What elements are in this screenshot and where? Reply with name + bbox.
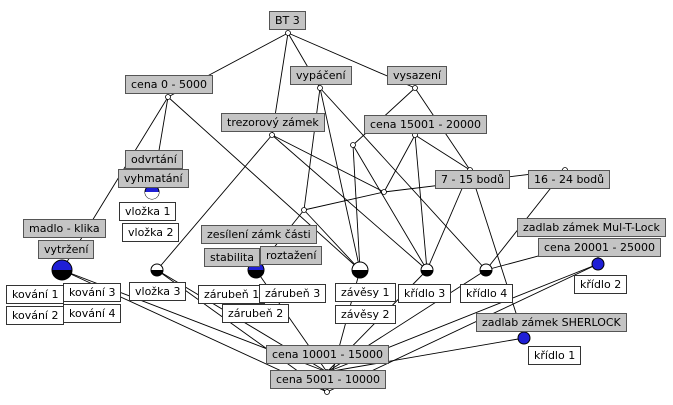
- attr-16-24-bodu: 16 - 24 bodů: [528, 170, 611, 189]
- attr-vysazeni: vysazení: [387, 66, 448, 85]
- obj-kridlo-3: křídlo 3: [398, 284, 452, 303]
- obj-vlozka-1: vložka 1: [119, 202, 177, 221]
- obj-kridlo-4: křídlo 4: [460, 284, 514, 303]
- obj-kovani-3: kování 3: [63, 283, 122, 302]
- attr-cena-15001-20000: cena 15001 - 20000: [364, 115, 487, 134]
- attr-7-15-bodu: 7 - 15 bodů: [435, 170, 511, 189]
- node-vlozka-3: [150, 263, 164, 277]
- node-kridlo-1: [517, 331, 531, 345]
- obj-zarubne-1: zárubeň 1: [198, 285, 266, 304]
- attr-cena-0-5000: cena 0 - 5000: [125, 75, 213, 94]
- obj-kridlo-2: křídlo 2: [574, 275, 628, 294]
- attr-sherlock: zadlab zámek SHERLOCK: [476, 313, 627, 332]
- obj-zarubne-3: zárubeň 3: [259, 284, 327, 303]
- node-kridlo-3: [420, 263, 434, 277]
- attr-vypaceni: vypáčení: [290, 66, 352, 85]
- attr-bt3: BT 3: [269, 11, 306, 30]
- obj-zavesy-2: závěsy 2: [335, 305, 396, 324]
- attr-trezorovy-zamek: trezorový zámek: [221, 113, 325, 132]
- attr-zesileni: zesílení zámk části: [201, 225, 317, 244]
- attr-vytrzeni: vytržení: [38, 240, 95, 259]
- attr-cena-5001-10000: cena 5001 - 10000: [270, 370, 386, 389]
- node-kovani: [51, 259, 73, 281]
- node-zavesy: [351, 261, 369, 279]
- attr-roztazeni: roztažení: [260, 246, 323, 265]
- obj-kovani-2: kování 2: [6, 306, 65, 325]
- attr-vyhmatani: vyhmatání: [118, 169, 189, 188]
- obj-kridlo-1: křídlo 1: [528, 346, 582, 365]
- obj-zarubne-2: zárubeň 2: [222, 304, 290, 323]
- attr-madlo-klika: madlo - klika: [23, 219, 106, 238]
- attr-odvrtani: odvrtání: [125, 150, 183, 169]
- attr-cena-20001-25000: cena 20001 - 25000: [538, 238, 661, 257]
- node-kridlo-2: [591, 257, 605, 271]
- node-kridlo-4: [479, 263, 493, 277]
- obj-vlozka-3: vložka 3: [129, 282, 187, 301]
- obj-kovani-1: kování 1: [6, 285, 65, 304]
- obj-vlozka-2: vložka 2: [122, 223, 180, 242]
- obj-kovani-4: kování 4: [63, 304, 122, 323]
- attr-cena-10001-15000: cena 10001 - 15000: [266, 345, 389, 364]
- attr-stabilita: stabilita: [204, 248, 260, 267]
- node-vlozka: [144, 184, 160, 200]
- attr-mul-t-lock: zadlab zámek Mul-T-Lock: [517, 218, 666, 237]
- obj-zavesy-1: závěsy 1: [335, 283, 396, 302]
